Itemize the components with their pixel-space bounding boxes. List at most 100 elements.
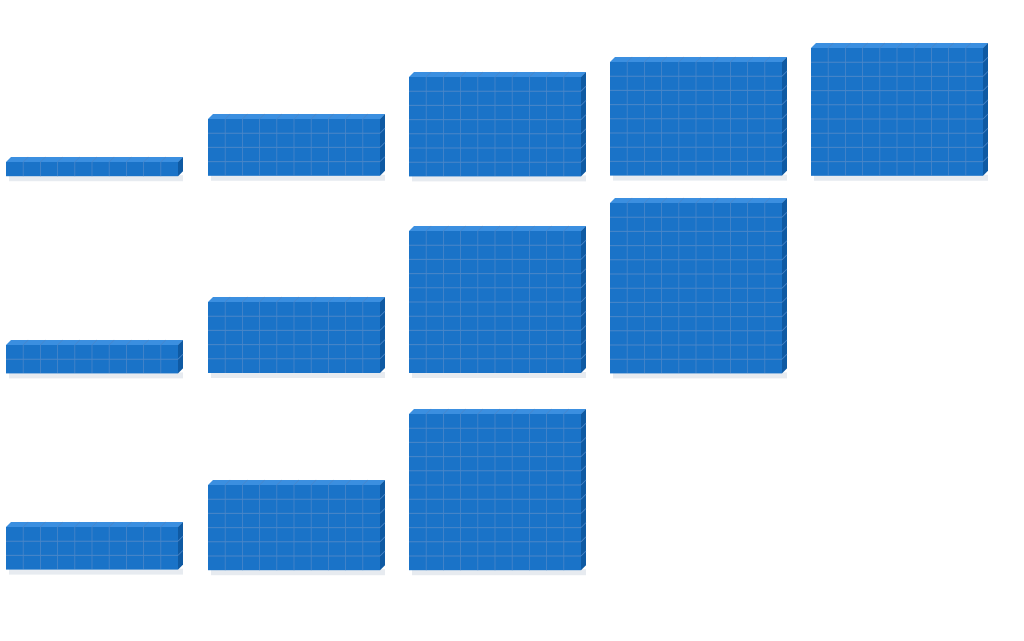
- cube-top-line: [57, 522, 63, 528]
- layer-side-line: [781, 211, 788, 218]
- block-shadow: [412, 568, 586, 575]
- cube-top-line: [695, 197, 702, 203]
- cube-top-line: [529, 408, 535, 415]
- layer-side-line: [781, 239, 788, 246]
- cube-top-line: [40, 339, 46, 345]
- cube-top-line: [747, 197, 753, 203]
- stack-of-flats: [208, 296, 386, 378]
- layer-side-line: [781, 85, 788, 92]
- cube-top-line: [126, 156, 132, 163]
- cube-top-line: [74, 522, 81, 528]
- cube-top-line: [259, 113, 265, 120]
- cube-top-line: [310, 113, 317, 120]
- block-row2-col2: [208, 296, 390, 381]
- block-shadow: [9, 371, 183, 378]
- stack-of-flats: [409, 71, 587, 181]
- cube-top-line: [276, 296, 283, 303]
- layer-side-line: [781, 156, 788, 163]
- cube-top-line: [425, 408, 432, 415]
- layer-side-line: [379, 550, 386, 557]
- cube-top-line: [345, 479, 351, 486]
- cube-top-line: [626, 197, 633, 203]
- cube-top-line: [931, 42, 937, 49]
- cube-top-line: [443, 225, 449, 232]
- cube-top-line: [879, 42, 886, 49]
- stack-of-flats: [6, 339, 184, 378]
- cube-top-line: [443, 71, 449, 77]
- layer-side-line: [781, 71, 788, 77]
- stack-of-flats: [610, 57, 788, 181]
- cube-top-line: [91, 339, 98, 345]
- layer-side-line: [580, 550, 587, 557]
- block-row1-col3: [409, 71, 591, 184]
- cube-top-line: [563, 408, 570, 415]
- block-shadow: [613, 174, 787, 181]
- layer-side-line: [177, 536, 184, 542]
- cube-top-line: [546, 71, 552, 77]
- cube-top-line: [511, 408, 518, 415]
- layer-side-line: [580, 156, 587, 163]
- layer-side-line: [379, 507, 386, 514]
- layer-side-line: [379, 156, 386, 163]
- cube-top-line: [529, 225, 535, 232]
- cube-top-line: [730, 197, 736, 203]
- layer-side-line: [580, 522, 587, 528]
- layer-side-line: [781, 113, 788, 120]
- cube-top-line: [143, 156, 149, 163]
- cube-top-line: [160, 522, 167, 528]
- layer-side-line: [781, 268, 788, 274]
- layer-side-line: [580, 113, 587, 120]
- layer-side-line: [379, 353, 386, 360]
- block-side-face: [178, 156, 183, 176]
- layer-side-line: [580, 479, 587, 486]
- layer-side-line: [379, 522, 386, 528]
- layer-side-line: [580, 451, 587, 457]
- layer-side-line: [580, 99, 587, 106]
- cube-top-line: [224, 113, 231, 120]
- cube-top-line: [160, 339, 167, 345]
- layer-side-line: [177, 550, 184, 557]
- cube-top-line: [443, 408, 449, 415]
- cube-top-line: [965, 42, 972, 49]
- layer-side-line: [982, 128, 989, 134]
- block-row2-col3: [409, 225, 591, 381]
- cube-top-line: [22, 522, 29, 528]
- cube-top-line: [224, 479, 231, 486]
- stack-of-flats: [409, 408, 587, 575]
- cube-top-line: [310, 296, 317, 303]
- layer-side-line: [781, 310, 788, 317]
- layer-side-line: [580, 254, 587, 260]
- block-shadow: [9, 568, 183, 575]
- cube-top-line: [293, 296, 300, 303]
- cube-top-line: [242, 113, 248, 120]
- layer-side-line: [580, 339, 587, 345]
- cube-top-line: [494, 408, 501, 415]
- layer-side-line: [379, 310, 386, 317]
- layer-side-line: [982, 156, 989, 163]
- cube-top-line: [362, 113, 369, 120]
- layer-side-line: [781, 353, 788, 360]
- layer-side-line: [580, 436, 587, 443]
- layer-side-line: [781, 254, 788, 260]
- cube-top-line: [242, 296, 248, 303]
- cube-top-line: [57, 339, 63, 345]
- cube-top-line: [22, 156, 29, 163]
- block-side-face: [178, 522, 183, 570]
- layer-side-line: [781, 142, 788, 148]
- cube-top-line: [310, 479, 317, 486]
- layer-side-line: [379, 536, 386, 542]
- block-row2-col1: [6, 339, 188, 381]
- layer-side-line: [580, 296, 587, 303]
- block-row2-col4: [610, 197, 792, 381]
- stack-of-flats: [409, 225, 587, 378]
- layer-side-line: [781, 339, 788, 345]
- cube-top-line: [494, 71, 501, 77]
- block-row1-col2: [208, 113, 390, 184]
- cube-top-line: [22, 339, 29, 345]
- cube-top-line: [345, 113, 351, 120]
- block-shadow: [412, 372, 586, 378]
- cube-top-line: [644, 57, 650, 63]
- layer-side-line: [580, 465, 587, 471]
- layer-side-line: [982, 113, 989, 120]
- stack-of-flats: [6, 522, 184, 575]
